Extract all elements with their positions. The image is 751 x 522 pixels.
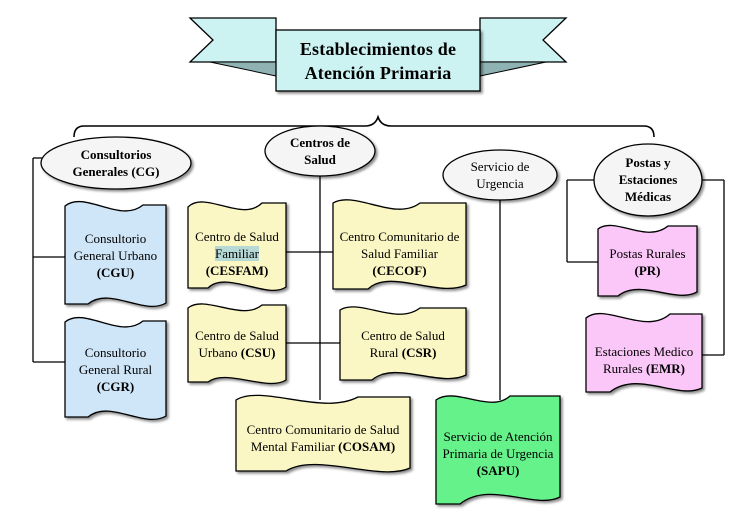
- cesfam-code: (CESFAM): [205, 263, 269, 278]
- cecof-label: Centro Comunitario de Salud Familiar (CE…: [331, 228, 468, 279]
- title-line-2: Atención Primaria: [304, 63, 452, 83]
- box-cecof: [332, 199, 467, 290]
- oval-cg: [40, 136, 192, 190]
- cgr-line-1: Consultorio: [84, 345, 147, 360]
- pr-line-1: Postas Rurales: [609, 246, 686, 261]
- cgu-line-2: General Urbano: [73, 248, 158, 263]
- csr-line-1: Centro de Salud: [361, 328, 445, 343]
- connector-lines: [32, 157, 725, 400]
- cecof-line-2: Salud Familiar: [361, 246, 438, 261]
- category-su-label: Servicio de Urgencia: [445, 158, 555, 192]
- cgr-code: (CGR): [96, 379, 135, 394]
- csr-line-2: Rural: [369, 345, 399, 360]
- oval-pem: [593, 143, 703, 217]
- category-su-line-2: Urgencia: [476, 176, 524, 191]
- category-pem-line-1: Postas y: [625, 155, 671, 170]
- box-csu: [187, 303, 287, 385]
- sapu-label: Servicio de Atención Primaria de Urgenci…: [434, 428, 562, 479]
- pr-label: Postas Rurales (PR): [598, 245, 697, 279]
- category-ovals: [40, 125, 703, 217]
- title-line-1: Establecimientos de: [299, 39, 457, 59]
- box-emr: [585, 312, 703, 393]
- category-cg-line-1: Consultorios: [80, 147, 152, 162]
- category-pem-label: Postas y Estaciones Médicas: [598, 154, 698, 205]
- cecof-code: (CECOF): [372, 263, 427, 278]
- sapu-line-2: Primaria de Urgencia: [442, 446, 554, 461]
- csu-label: Centro de Salud Urbano (CSU): [188, 327, 286, 361]
- top-brace: [73, 114, 655, 138]
- sapu-line-1: Servicio de Atención: [443, 429, 553, 444]
- cosam-label: Centro Comunitario de Salud Mental Famil…: [234, 421, 412, 455]
- category-cg-line-2: Generales (CG): [72, 164, 160, 179]
- cgu-line-1: Consultorio: [84, 231, 147, 246]
- box-sapu: [435, 395, 561, 505]
- box-csr: [339, 306, 467, 381]
- box-cgr: [64, 316, 167, 421]
- category-cg-label: Consultorios Generales (CG): [46, 146, 186, 180]
- cgu-label: Consultorio General Urbano (CGU): [65, 230, 166, 281]
- cesfam-line-1: Centro de Salud: [195, 229, 279, 244]
- page-title: Establecimientos de Atención Primaria: [276, 37, 480, 85]
- category-cs-label: Centros de Salud: [270, 134, 370, 168]
- cecof-line-1: Centro Comunitario de: [339, 229, 460, 244]
- cgr-label: Consultorio General Rural (CGR): [65, 344, 166, 395]
- pr-code: (PR): [634, 263, 661, 278]
- category-pem-line-2: Estaciones: [618, 172, 678, 187]
- emr-code: (EMR): [645, 361, 685, 376]
- sapu-code: (SAPU): [476, 463, 520, 478]
- cosam-code: (COSAM): [338, 439, 396, 454]
- cesfam-label: Centro de Salud Familiar (CESFAM): [188, 228, 286, 279]
- oval-su: [442, 149, 558, 201]
- csu-code: (CSU): [240, 345, 276, 360]
- csr-code: (CSR): [401, 345, 437, 360]
- emr-line-2: Rurales: [603, 361, 643, 376]
- csr-label: Centro de Salud Rural (CSR): [340, 327, 466, 361]
- category-pem-line-3: Médicas: [624, 189, 672, 204]
- category-cs-line-1: Centros de: [289, 135, 351, 150]
- box-cosam: [235, 394, 411, 473]
- cesfam-line-2: Familiar: [214, 246, 260, 261]
- csu-line-1: Centro de Salud: [195, 328, 279, 343]
- category-cs-line-2: Salud: [304, 152, 336, 167]
- emr-line-1: Estaciones Medico: [594, 344, 694, 359]
- title-ribbon: [188, 17, 568, 92]
- box-cgu: [64, 200, 167, 308]
- category-su-line-1: Servicio de: [470, 159, 530, 174]
- emr-label: Estaciones Medico Rurales (EMR): [580, 343, 708, 377]
- cgr-line-2: General Rural: [78, 362, 153, 377]
- cosam-line-2: Mental Familiar: [250, 439, 335, 454]
- cosam-line-1: Centro Comunitario de Salud: [246, 422, 400, 437]
- csu-line-2: Urbano: [198, 345, 238, 360]
- oval-cs: [264, 125, 376, 177]
- cgu-code: (CGU): [96, 265, 135, 280]
- box-pr: [597, 224, 698, 297]
